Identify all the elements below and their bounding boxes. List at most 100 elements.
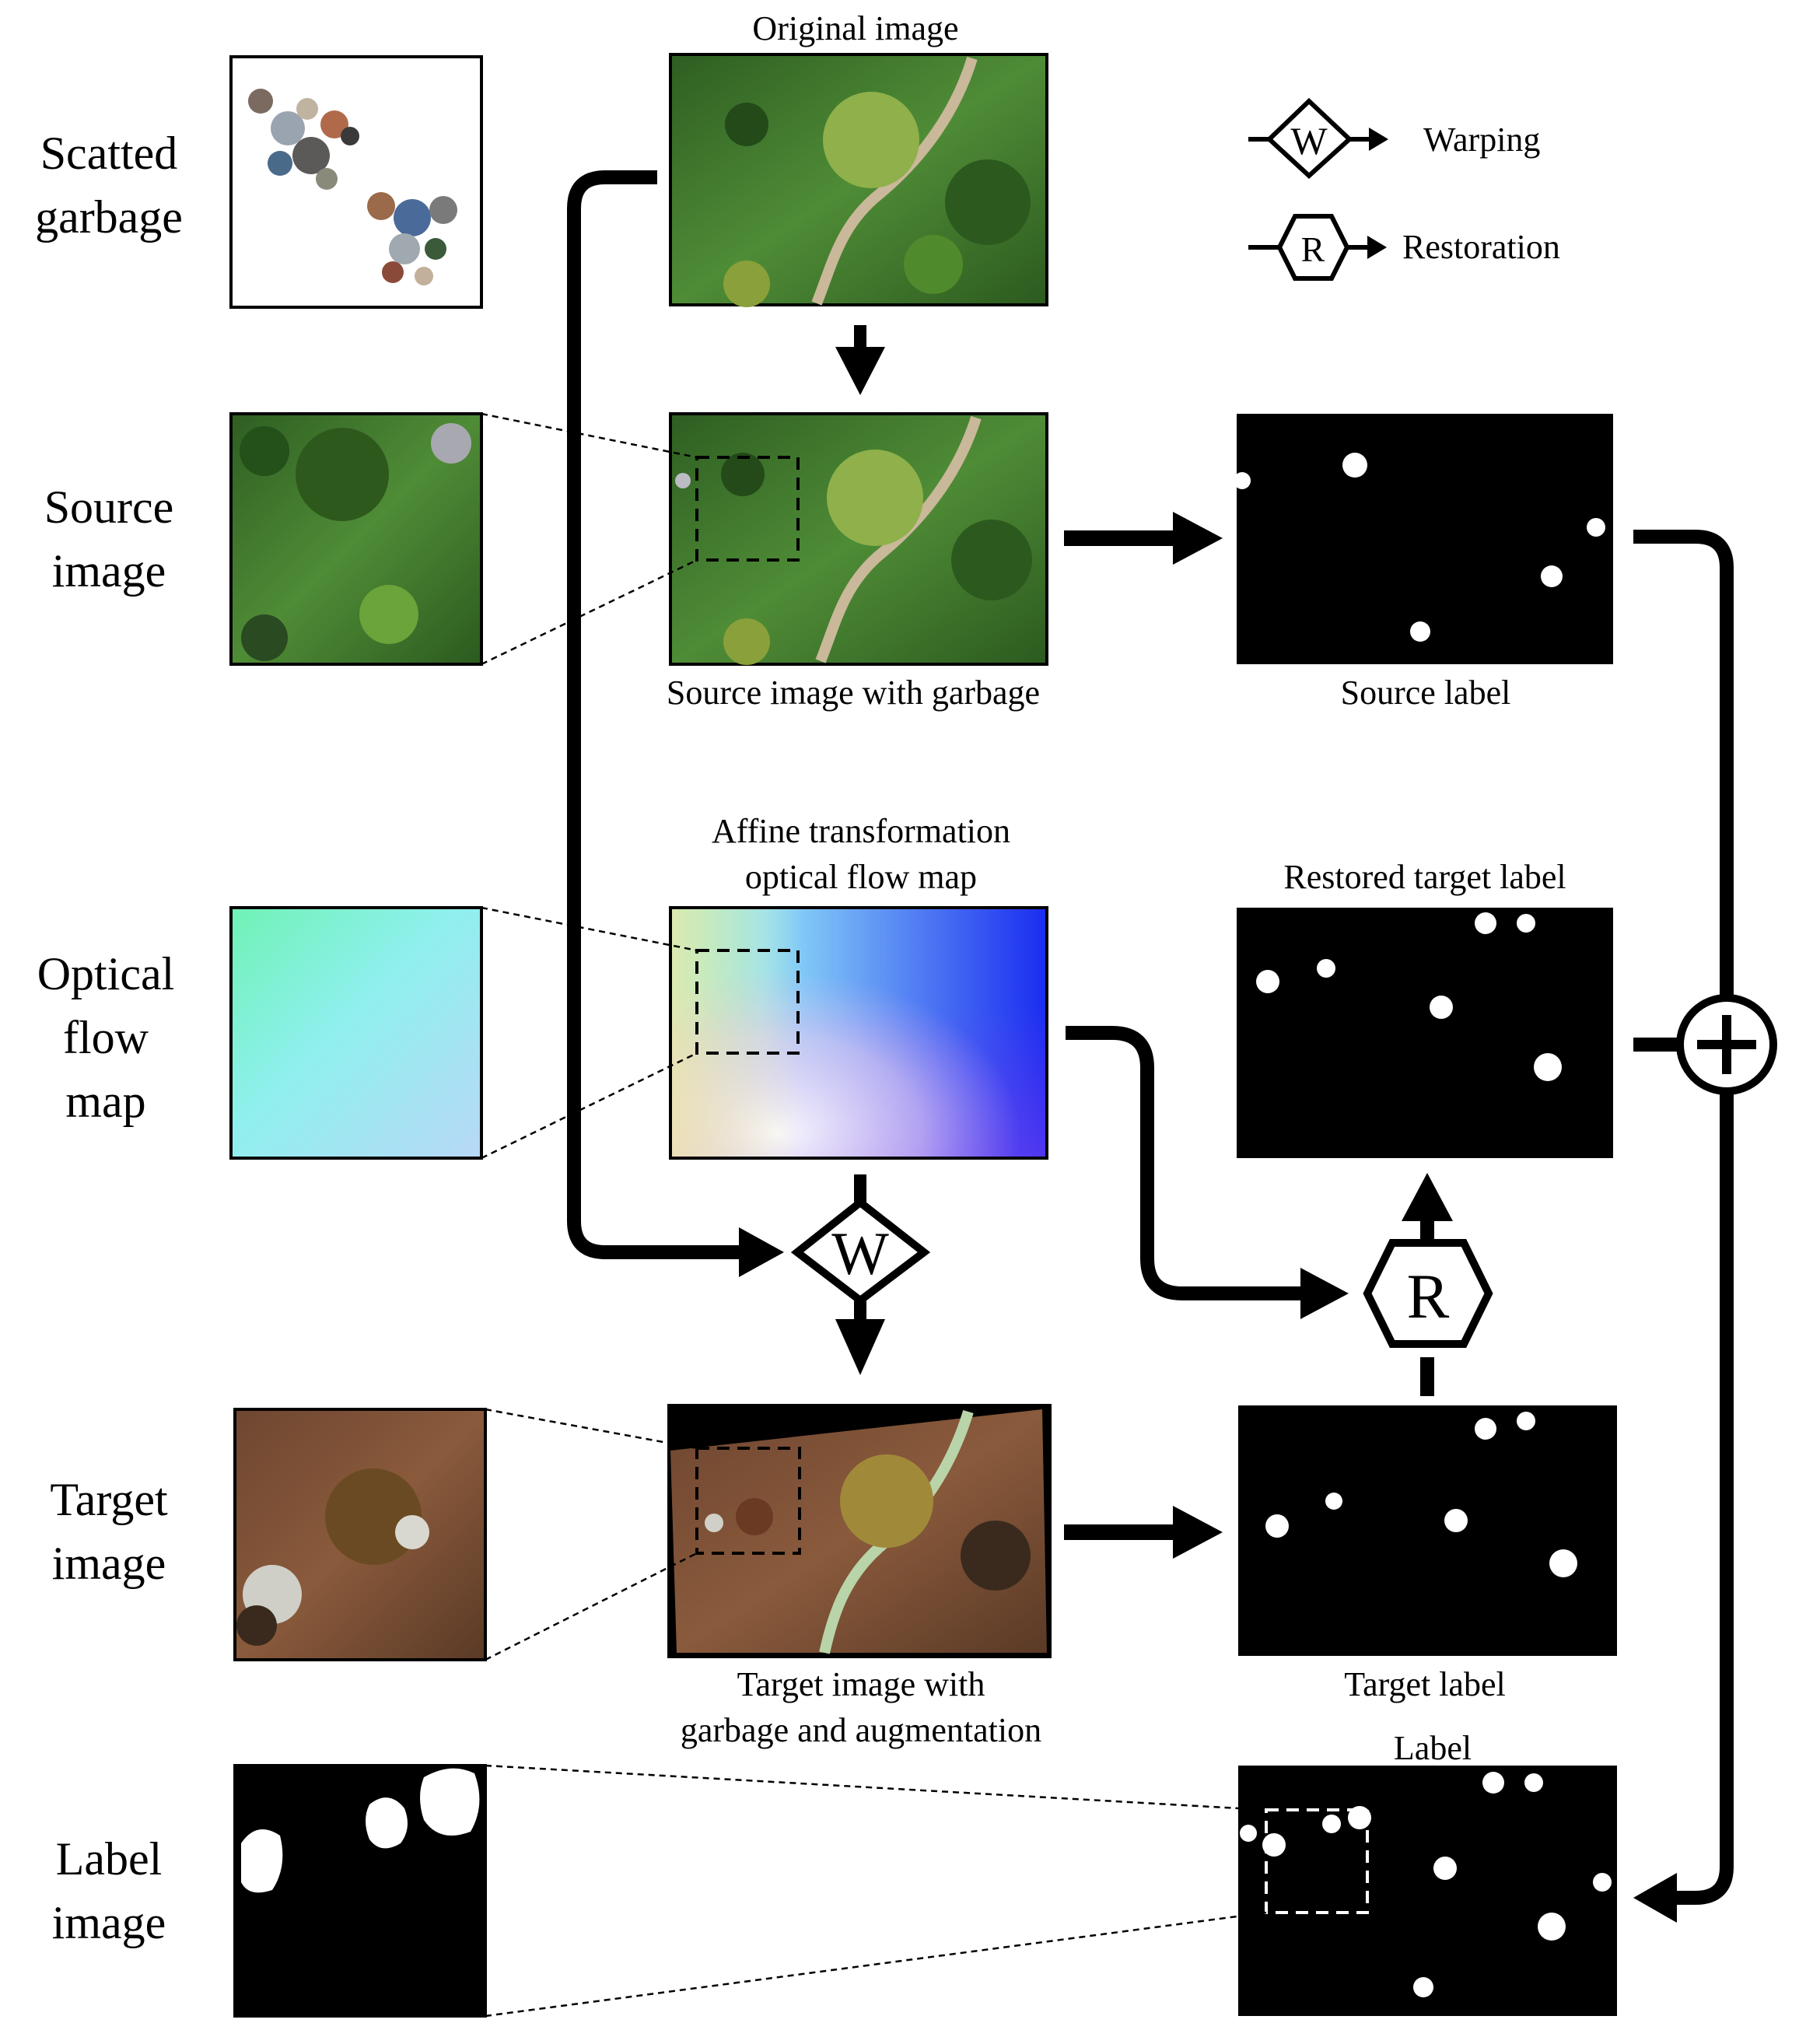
garbage-mask-blob: [420, 1768, 480, 1836]
arrowhead: [1300, 1268, 1349, 1319]
row-label-line: map: [65, 1076, 145, 1127]
row-label-line: image: [52, 1897, 166, 1948]
target-image-crop: [233, 1408, 487, 1661]
arrow-restored-to-sum: [1633, 1038, 1682, 1052]
garbage-cluster: [248, 89, 359, 190]
legend: W Warping R Restoration: [1248, 97, 1560, 281]
warp-symbol: W: [831, 1220, 889, 1287]
legend-restoration-label: Restoration: [1402, 228, 1560, 266]
tree: [236, 1605, 277, 1646]
tree: [240, 426, 289, 476]
arrow-warp-to-target: [835, 1300, 885, 1375]
tree: [945, 159, 1031, 245]
arrow-line-flow-to-restore: [1066, 1026, 1307, 1300]
target-image-with-garbage: [667, 1404, 1052, 1658]
zoom-region-box: [695, 1447, 801, 1555]
restore-symbol: R: [1407, 1261, 1450, 1332]
row-label-line: Optical: [37, 948, 175, 999]
tree: [951, 520, 1032, 600]
sum-operator[interactable]: [1676, 994, 1777, 1095]
row-label-optical-flow-map: Optical flow map: [37, 948, 175, 1127]
tree: [840, 1454, 933, 1548]
garbage-mask-blob: [366, 1797, 408, 1849]
zoom-region-box: [695, 456, 800, 562]
plus-icon: [1722, 1015, 1731, 1074]
tree: [725, 103, 768, 146]
row-label-line: Source: [44, 481, 174, 533]
caption-target-with-garbage-line: garbage and augmentation: [681, 1711, 1041, 1749]
row-label-scattered-garbage: Scatted garbage: [35, 128, 183, 243]
garbage-cluster: [367, 192, 457, 285]
row-label-target-image: Target image: [50, 1474, 168, 1589]
tree: [241, 614, 288, 661]
arrow-target-label-to-restore: [1420, 1357, 1434, 1396]
source-image-with-garbage: [669, 412, 1048, 666]
tree: [723, 618, 770, 665]
source-label-image: [1234, 414, 1613, 664]
warp-operator[interactable]: W: [790, 1197, 931, 1306]
garbage-patch: [431, 423, 471, 464]
legend-restoration: R Restoration: [1248, 214, 1560, 281]
zoom-region-box: [695, 949, 800, 1055]
caption-affine-flow-line: Affine transformation: [712, 812, 1010, 850]
caption-target-label: Target label: [1344, 1665, 1505, 1703]
restore-operator[interactable]: R: [1363, 1239, 1493, 1348]
row-label-line: image: [52, 545, 166, 597]
caption-source-with-garbage: Source image with garbage: [667, 674, 1040, 712]
row-label-line: flow: [63, 1012, 149, 1063]
arrow-source-to-source-label: [1064, 512, 1223, 565]
tree: [723, 261, 770, 307]
caption-target-with-garbage-line: Target image with: [737, 1665, 985, 1703]
caption-source-label: Source label: [1341, 674, 1511, 712]
arrow-target-to-target-label: [1064, 1506, 1223, 1559]
scattered-garbage-image: [229, 55, 483, 309]
original-image: [669, 53, 1048, 307]
tree: [961, 1521, 1031, 1591]
row-label-source-image: Source image: [44, 481, 174, 597]
zoom-connectors: [481, 412, 1267, 2018]
arrow-original-to-source: [835, 325, 885, 395]
optical-flow-crop: [229, 906, 483, 1160]
source-image-crop: [229, 412, 483, 666]
garbage-patch: [705, 1514, 723, 1532]
tree: [904, 235, 963, 294]
restored-target-label-image: [1237, 908, 1613, 1158]
tree: [736, 1498, 773, 1535]
tree: [721, 453, 765, 496]
legend-warping-symbol: W: [1290, 119, 1328, 163]
legend-restoration-symbol: R: [1301, 229, 1325, 269]
affine-flow-map: [669, 906, 1048, 1160]
garbage-mask-blob: [241, 1829, 283, 1893]
arrow-line-original-to-warp: [567, 170, 743, 1259]
garbage-patch: [395, 1515, 429, 1549]
arrow-flow-to-warp: [854, 1174, 866, 1202]
row-label-line: Label: [56, 1833, 163, 1885]
row-label-line: Scatted: [40, 128, 178, 179]
legend-warping-label: Warping: [1423, 121, 1540, 159]
path: [819, 1409, 974, 1654]
caption-label: Label: [1394, 1729, 1472, 1767]
caption-restored-target-label: Restored target label: [1283, 858, 1566, 896]
garbage-patch: [675, 473, 691, 488]
tree: [827, 450, 923, 546]
row-label-line: image: [52, 1538, 166, 1589]
path: [815, 415, 982, 663]
label-image-crop: [233, 1764, 487, 2018]
row-label-line: Target: [50, 1474, 168, 1525]
row-label-label-image: Label image: [52, 1833, 166, 1948]
row-label-line: garbage: [35, 191, 183, 243]
arrowhead: [739, 1227, 784, 1277]
arrowhead: [1633, 1873, 1677, 1923]
caption-affine-flow-line: optical flow map: [745, 858, 977, 896]
combined-label-image: [1238, 1766, 1617, 2016]
tree: [359, 585, 418, 644]
legend-warping: W Warping: [1248, 97, 1540, 180]
tree: [823, 92, 919, 188]
zoom-region-box: [1265, 1808, 1369, 1914]
tree: [296, 428, 389, 521]
target-label-image: [1238, 1405, 1617, 1656]
arrow-restore-to-restored-label: [1402, 1173, 1453, 1244]
path: [811, 56, 978, 306]
caption-original-image: Original image: [752, 9, 958, 47]
